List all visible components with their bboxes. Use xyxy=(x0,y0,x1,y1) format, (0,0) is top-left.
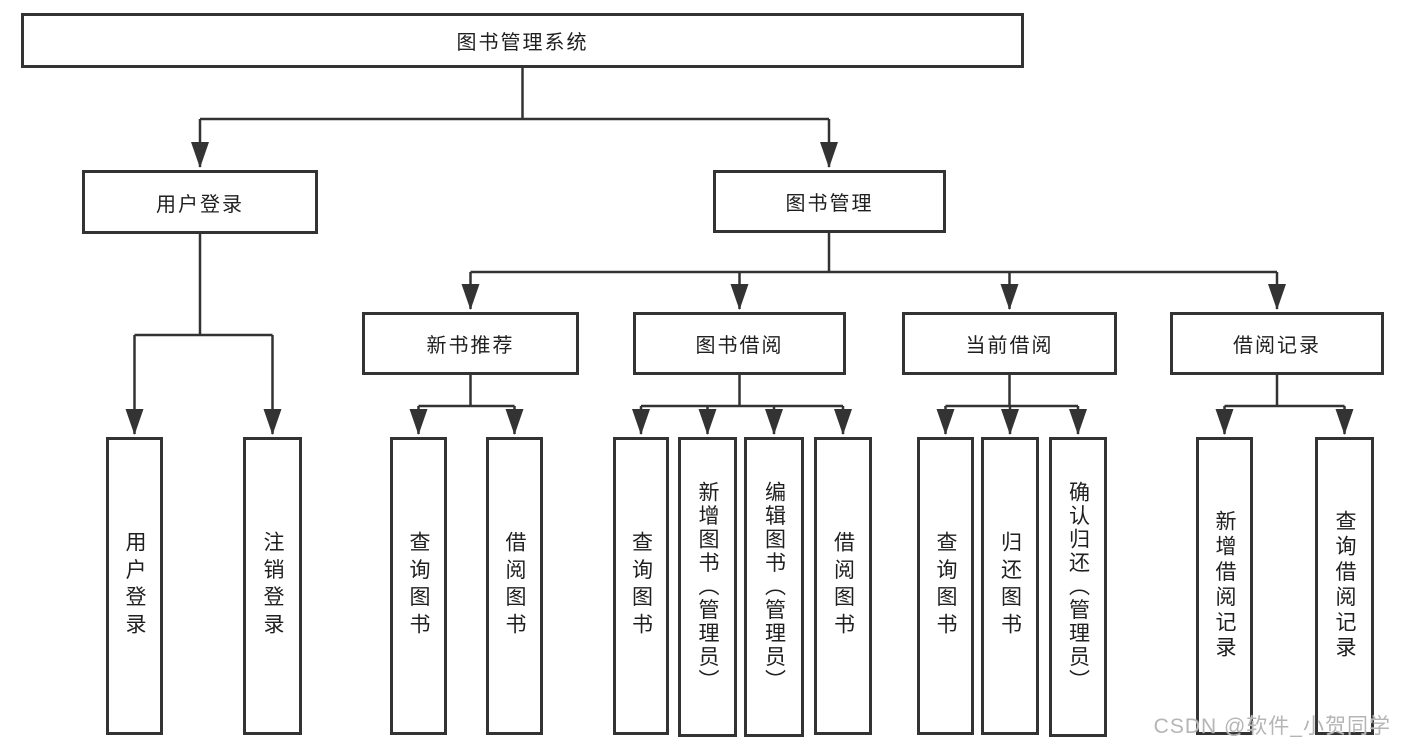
node-book-borrowing: 图书借阅 xyxy=(633,312,846,375)
node-leaf-query-books-b: 查询图书 xyxy=(613,437,669,735)
tree-connectors xyxy=(125,68,1354,435)
node-label: 编辑图书（管理员） xyxy=(762,481,786,693)
node-leaf-user-login: 用户登录 xyxy=(106,437,163,735)
node-leaf-query-books-a: 查询图书 xyxy=(390,437,447,735)
node-leaf-add-books-admin: 新增图书（管理员） xyxy=(678,437,737,737)
node-label: 确认归还（管理员） xyxy=(1066,481,1090,693)
node-leaf-confirm-return-admin: 确认归还（管理员） xyxy=(1049,437,1107,737)
node-label: 查询图书 xyxy=(629,531,653,641)
node-leaf-borrow-books-a: 借阅图书 xyxy=(486,437,543,735)
node-borrowing-records: 借阅记录 xyxy=(1170,312,1384,375)
node-label: 查询图书 xyxy=(934,531,957,641)
node-label: 新增借阅记录 xyxy=(1213,510,1236,662)
node-label: 新增图书（管理员） xyxy=(696,481,719,693)
node-current-borrowing: 当前借阅 xyxy=(902,312,1117,375)
node-label: 注销登录 xyxy=(261,531,284,641)
node-leaf-borrow-books-b: 借阅图书 xyxy=(814,437,872,735)
node-leaf-logout-login: 注销登录 xyxy=(243,437,302,735)
node-leaf-return-books: 归还图书 xyxy=(981,437,1039,735)
node-user-login-branch: 用户登录 xyxy=(82,170,318,234)
node-label: 图书借阅 xyxy=(695,335,784,357)
node-book-management-system: 图书管理系统 xyxy=(21,13,1024,68)
node-new-book-recommend: 新书推荐 xyxy=(362,312,579,375)
node-label: 用户登录 xyxy=(156,193,244,216)
node-label: 借阅记录 xyxy=(1233,335,1321,357)
node-leaf-add-borrow-record: 新增借阅记录 xyxy=(1196,437,1253,735)
node-label: 当前借阅 xyxy=(965,335,1054,357)
node-leaf-edit-books-admin: 编辑图书（管理员） xyxy=(744,437,804,737)
node-leaf-query-books-c: 查询图书 xyxy=(917,437,974,735)
node-book-management: 图书管理 xyxy=(713,170,946,233)
node-label: 图书管理 xyxy=(785,193,874,215)
node-leaf-query-borrow-record: 查询借阅记录 xyxy=(1315,437,1374,735)
node-label: 归还图书 xyxy=(998,531,1022,641)
node-label: 查询图书 xyxy=(407,531,430,641)
node-label: 用户登录 xyxy=(123,531,146,641)
node-label: 借阅图书 xyxy=(503,531,526,641)
node-label: 新书推荐 xyxy=(426,335,515,357)
node-label: 图书管理系统 xyxy=(456,32,589,54)
node-label: 查询借阅记录 xyxy=(1333,510,1356,662)
node-label: 借阅图书 xyxy=(831,531,855,641)
